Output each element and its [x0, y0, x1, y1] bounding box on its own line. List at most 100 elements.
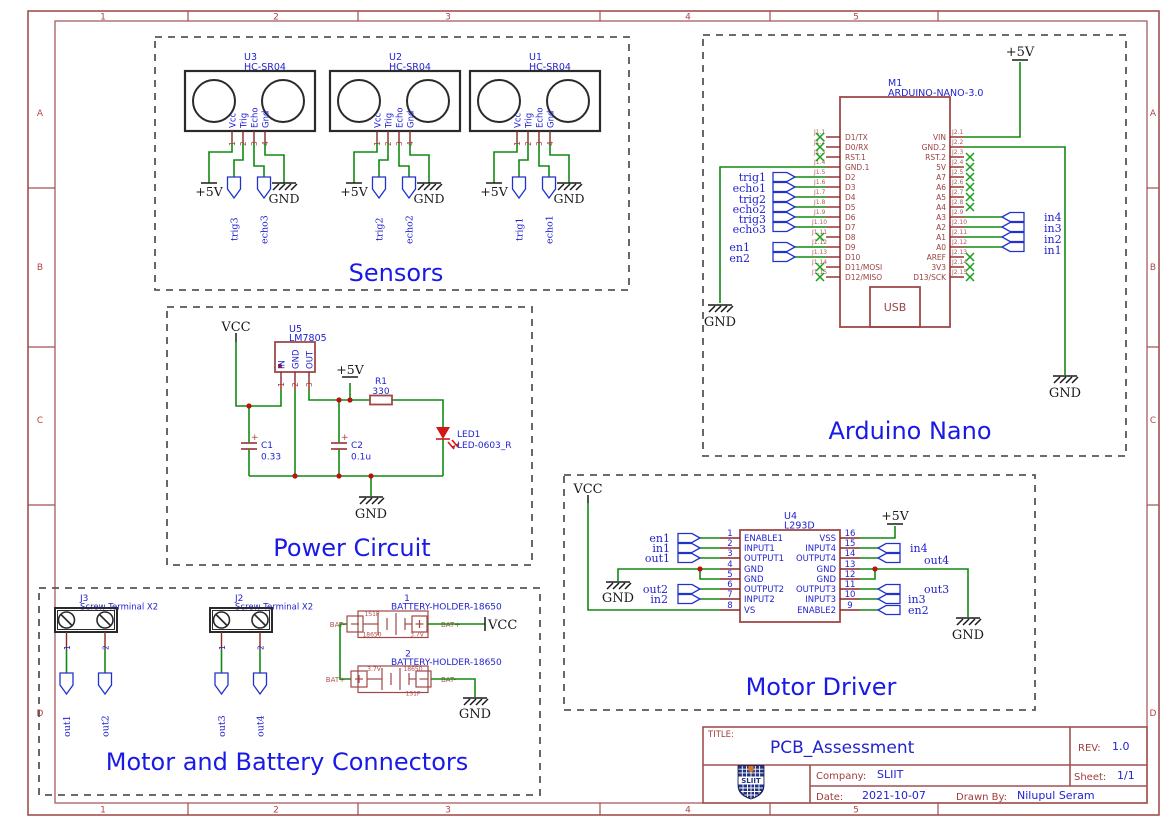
net-label: out1 [62, 715, 73, 737]
sheet-frame: 1 2 3 4 5 1 2 3 4 5 A B C D A B C D [27, 10, 1160, 816]
motor-driver-outline [563, 474, 1036, 711]
pin-name: OUTPUT2 [744, 585, 784, 595]
pin-name: Trig [525, 113, 535, 129]
pin-number: 6 [727, 580, 732, 590]
component-screw-terminal-j2[interactable]: J2 Screw Terminal X2 1 2 [209, 594, 313, 650]
wires-arduino[interactable] [719, 62, 1066, 375]
net-label: in2 [650, 593, 668, 606]
net-label: out3 [924, 583, 949, 596]
net-label: trig2 [375, 217, 386, 241]
pin-name: OUTPUT1 [744, 554, 784, 564]
battery-size: 18650 [362, 632, 381, 639]
wires-u3[interactable] [208, 143, 285, 183]
pin-number: J2.8 [951, 199, 963, 206]
net-flag[interactable] [371, 176, 387, 199]
connectors-outline [38, 587, 541, 796]
row-label: C [37, 416, 43, 426]
net-label: in1 [1044, 244, 1062, 257]
net-label: out4 [924, 554, 949, 567]
pin-number: J2.4 [951, 159, 963, 166]
pin-number: 16 [845, 529, 856, 539]
sheet-title: PCB_Assessment [770, 738, 915, 758]
pin-name: GND [292, 349, 302, 369]
gnd-label: GND [355, 507, 387, 522]
net-flag[interactable] [511, 176, 527, 199]
part-name: HC-SR04 [529, 62, 571, 73]
pin-number: J2.10 [951, 219, 967, 226]
pin-name: D1/TX [845, 133, 868, 142]
wire[interactable] [339, 623, 351, 680]
gnd-symbol [556, 182, 583, 191]
part-name: ARDUINO-NANO-3.0 [888, 88, 983, 99]
net-label: trig1 [739, 171, 766, 184]
component-r1[interactable]: R1 330 [369, 377, 393, 406]
pin-name: D6 [845, 213, 856, 222]
wires-power[interactable] [235, 342, 444, 496]
logo-text: SLIIT [741, 777, 761, 785]
value: 0.1u [351, 453, 371, 463]
pin-name: IN [278, 360, 288, 369]
net-label: en2 [729, 252, 750, 265]
wires-u1[interactable] [493, 143, 570, 183]
net-flag[interactable] [97, 672, 113, 695]
pin-name: A6 [936, 183, 946, 192]
component-battery-holder-1[interactable]: 1 BATTERY-HOLDER-18650 1S1P 18650 3.7V B… [330, 594, 502, 639]
wire[interactable] [431, 678, 476, 697]
pin-name: OUT [306, 350, 316, 369]
net-flag[interactable] [59, 672, 74, 695]
power-net-label: +5V [195, 184, 223, 199]
pin-label-bat-pos: BAT+ [441, 621, 460, 629]
net-flag[interactable] [252, 672, 268, 695]
component-hcsr04-u3[interactable]: U3 HC-SR04 Vcc Trig Echo Gnd 1 2 3 4 [183, 52, 317, 146]
component-l293d[interactable]: U4 L293D ENABLE1 INPUT1 OUTPUT1 GND GND … [720, 511, 860, 623]
row-label: B [1150, 263, 1156, 273]
pin-name: ENABLE2 [797, 606, 836, 616]
component-battery-holder-2[interactable]: 2 BATTERY-HOLDER-18650 3.7V 18650 1S1P B… [326, 650, 502, 698]
net-label: trig3 [230, 217, 241, 241]
pin-name: GND [744, 575, 764, 585]
pin-number: J1.5 [813, 169, 825, 176]
pin-number: 4 [727, 560, 732, 570]
pin-name: Echo [251, 107, 261, 128]
pin-name: Trig [385, 113, 395, 129]
pin-number: J1.12 [811, 239, 827, 246]
pin-name: GND [817, 565, 837, 575]
pin-label-bat-pos: BAT+ [326, 676, 345, 684]
battery-config: 1S1P [405, 691, 420, 698]
component-hcsr04-u1[interactable]: U1 HC-SR04 Vcc Trig Echo Gnd 1 2 3 4 [468, 52, 602, 146]
component-led1[interactable]: LED1 LED-0603_R [436, 427, 512, 451]
gnd-label: GND [269, 191, 300, 206]
pin-number: 14 [845, 549, 856, 559]
net-flag[interactable] [214, 672, 229, 695]
arduino-right-flags[interactable] [1001, 211, 1025, 253]
net-label: in1 [652, 542, 670, 555]
wires-u2[interactable] [353, 143, 430, 183]
pin-name: Vcc [229, 113, 239, 128]
component-c1[interactable]: + C1 0.33 [241, 433, 281, 463]
ref-designator: C2 [351, 441, 363, 451]
pin-name: D9 [845, 243, 856, 252]
component-lm7805[interactable]: U5 LM7805 IN GND OUT 1 2 3 [274, 324, 327, 390]
pin-name: GND.1 [845, 163, 870, 172]
pin-number: 2 [257, 645, 266, 650]
value: 0.33 [261, 453, 281, 463]
pin-name: A3 [936, 213, 946, 222]
motor-driver-right-flags[interactable] [877, 542, 901, 616]
pin-name: OUTPUT3 [796, 585, 836, 595]
component-arduino-m1[interactable]: M1 ARDUINO-NANO-3.0 USB D1/TX D0/RX RST.… [811, 78, 983, 328]
net-flag[interactable] [226, 176, 242, 199]
component-hcsr04-u2[interactable]: U2 HC-SR04 Vcc Trig Echo Gnd 1 2 3 4 [328, 52, 462, 146]
net-label: echo2 [405, 215, 416, 244]
battery-voltage: 3.7V [410, 632, 425, 639]
pin-number: J1.7 [813, 189, 825, 196]
net-label: trig3 [739, 213, 766, 226]
gnd-label: GND [1049, 386, 1081, 401]
component-screw-terminal-j3[interactable]: J3 Screw Terminal X2 1 2 [54, 594, 158, 650]
component-c2[interactable]: + C2 0.1u [331, 433, 371, 463]
pin-number: 2 [102, 645, 111, 650]
part-name: Screw Terminal X2 [80, 603, 158, 613]
section-title-arduino: Arduino Nano [828, 417, 991, 445]
arduino-left-flags[interactable] [772, 171, 796, 263]
pin-number: 15 [845, 539, 856, 549]
